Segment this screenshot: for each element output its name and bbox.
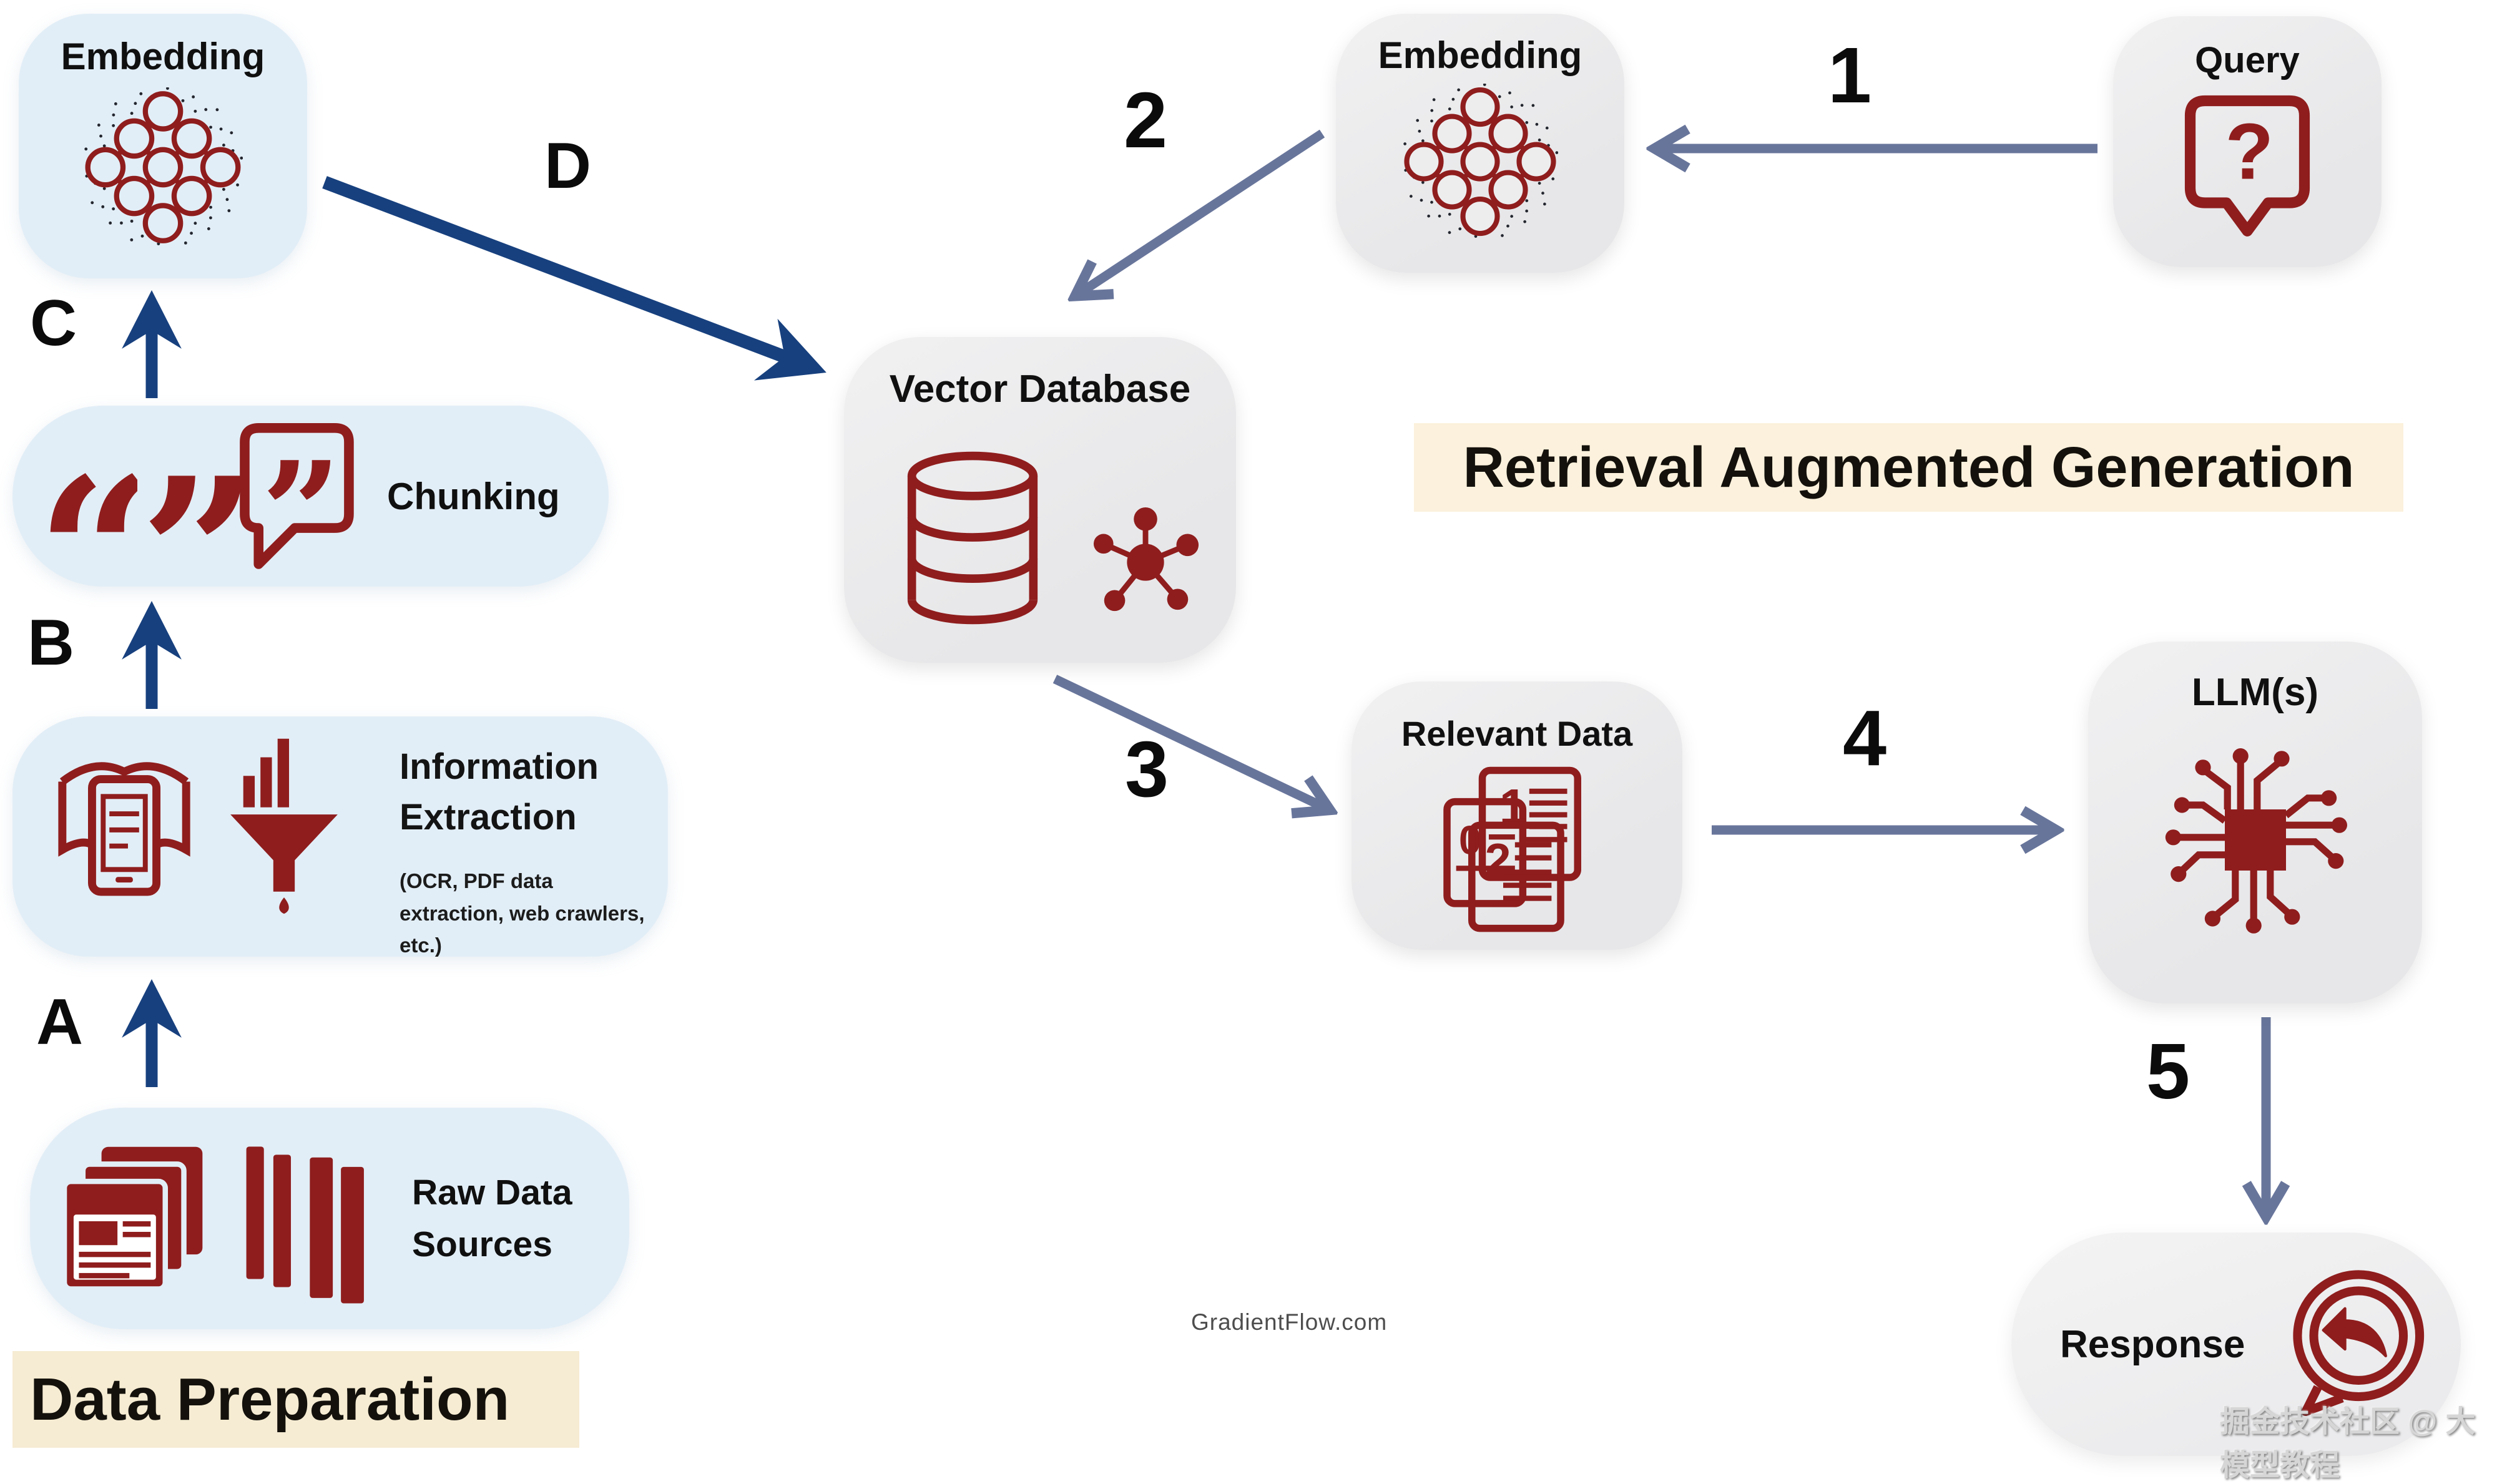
chunking-node: “ ” ” Chunking — [12, 406, 609, 587]
llms-node: LLM(s) — [2088, 642, 2422, 1003]
step-label-d: D — [544, 130, 592, 202]
chunking-node-title: Chunking — [387, 475, 560, 517]
funnel-filter-icon — [230, 738, 338, 914]
raw-data-sources-node: Raw Data Sources — [30, 1108, 629, 1329]
arrow-d — [322, 176, 827, 381]
query-title: Query — [2195, 40, 2300, 81]
information-extraction-text: Information Extraction (OCR, PDF data ex… — [400, 741, 655, 961]
data-preparation-label-text: Data Preparation — [30, 1365, 510, 1433]
raw-data-sources-title: Raw Data Sources — [412, 1172, 572, 1264]
community-watermark: 掘金技术社区 @ 大模型教程 — [2220, 1405, 2476, 1482]
query-embedding-node: Embedding — [1336, 14, 1624, 273]
embedding-node-title: Embedding — [61, 36, 265, 77]
question-mark-glyph: ? — [2225, 107, 2274, 195]
open-quote-icon: “ — [36, 432, 137, 579]
response-title: Response — [2060, 1322, 2245, 1366]
vector-cluster-icon — [1093, 507, 1199, 612]
query-embedding-title: Embedding — [1378, 34, 1582, 76]
embedding-network-icon — [84, 87, 243, 246]
vector-database-node: Vector Database — [844, 337, 1236, 663]
step-label-a: A — [36, 986, 84, 1058]
step-label-2: 2 — [1124, 76, 1168, 164]
question-bubble-icon: ? — [2184, 95, 2310, 237]
document-scan-icon — [58, 762, 190, 896]
documents-stack-icon — [61, 1146, 203, 1292]
database-cylinder-icon — [907, 451, 1038, 625]
information-extraction-node: Information Extraction (OCR, PDF data ex… — [12, 716, 668, 957]
rag-section-label: Retrieval Augmented Generation — [1414, 423, 2403, 512]
step-label-c: C — [30, 287, 77, 359]
open-quote-glyph: “ — [36, 432, 137, 579]
llms-title: LLM(s) — [2191, 671, 2319, 714]
bubble-quote-glyph: ” — [262, 432, 341, 577]
chip-circuit-icon — [2165, 748, 2347, 934]
data-preparation-section-label: Data Preparation — [12, 1351, 579, 1448]
query-node: Query ? — [2113, 16, 2382, 267]
vector-database-title: Vector Database — [889, 368, 1191, 411]
quote-bubble-icon: ” — [240, 423, 354, 577]
reply-bubble-icon — [2293, 1270, 2425, 1417]
ranked-documents-icon: 0 1 2 — [1443, 766, 1581, 932]
arrow-2 — [1081, 129, 1325, 292]
site-watermark: GradientFlow.com — [1191, 1309, 1388, 1335]
step-label-5: 5 — [2146, 1027, 2190, 1115]
step-label-1: 1 — [1828, 31, 1872, 119]
close-quote-glyph: ” — [140, 432, 241, 579]
step-label-3: 3 — [1125, 725, 1169, 813]
arrow-3 — [1052, 675, 1323, 807]
close-quote-icon: ” — [140, 432, 241, 579]
embedding-network-icon — [1403, 84, 1558, 238]
step-label-b: B — [27, 607, 75, 679]
embedding-node: Embedding — [19, 14, 307, 278]
relevant-data-title: Relevant Data — [1401, 714, 1633, 753]
information-extraction-subtitle: (OCR, PDF data extraction, web crawlers,… — [400, 869, 645, 957]
step-label-4: 4 — [1843, 694, 1887, 782]
svg-text:2: 2 — [1485, 834, 1511, 886]
rag-label-text: Retrieval Augmented Generation — [1463, 435, 2355, 499]
response-node: Response — [2011, 1233, 2461, 1456]
information-extraction-title: Information Extraction — [400, 746, 599, 838]
relevant-data-node: Relevant Data 0 1 2 — [1352, 681, 1682, 950]
books-stack-icon — [242, 1142, 368, 1307]
